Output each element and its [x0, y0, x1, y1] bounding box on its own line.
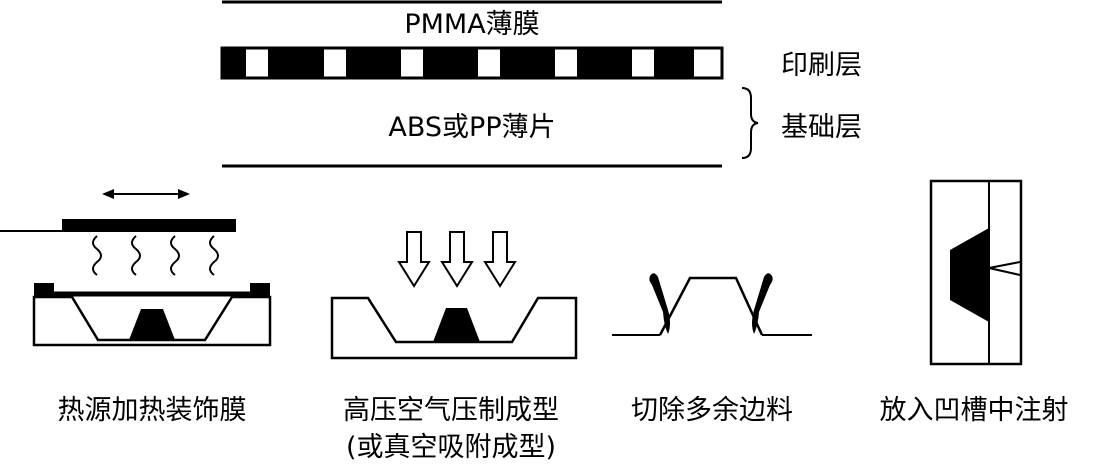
print-block — [222, 48, 246, 78]
mold-cavity — [32, 295, 272, 347]
substrate-label: ABS或PP薄片 — [388, 112, 556, 143]
mold-cavity — [330, 296, 578, 360]
base-layer-brace — [741, 87, 759, 159]
injection-gate-icon — [988, 261, 1021, 276]
mold-core — [433, 308, 480, 342]
heater-bar — [62, 219, 236, 232]
step-heating — [0, 189, 272, 347]
pressure-arrow-icon — [397, 231, 517, 288]
blade-icon — [752, 273, 773, 334]
step-heating-label: 热源加热装饰膜 — [57, 395, 247, 426]
print-block — [346, 48, 401, 78]
pmma-film-label: PMMA薄膜 — [404, 9, 540, 40]
step-forming-label: 高压空气压制成型 — [343, 395, 559, 426]
mold-core — [129, 309, 175, 340]
step-forming — [330, 231, 578, 360]
print-layer-label: 印刷层 — [781, 50, 862, 81]
step-injection-label: 放入凹槽中注射 — [879, 395, 1069, 426]
print-block — [500, 48, 555, 78]
formed-part-outline — [658, 276, 764, 336]
print-layer — [220, 46, 724, 80]
print-block — [654, 48, 694, 78]
layer-stack — [220, 0, 759, 168]
blade-icon — [649, 273, 670, 334]
step-injection — [929, 179, 1023, 366]
print-block — [423, 48, 478, 78]
print-block — [268, 48, 324, 78]
step-trimming — [612, 273, 812, 336]
double-arrow-icon — [102, 189, 190, 199]
base-layer-label: 基础层 — [781, 112, 862, 143]
step-trimming-label: 切除多余边料 — [631, 395, 793, 426]
print-block — [577, 48, 632, 78]
step-forming-sublabel: (或真空吸附成型) — [345, 432, 557, 463]
heat-wave-icon — [92, 235, 219, 276]
insert-part — [950, 228, 989, 322]
